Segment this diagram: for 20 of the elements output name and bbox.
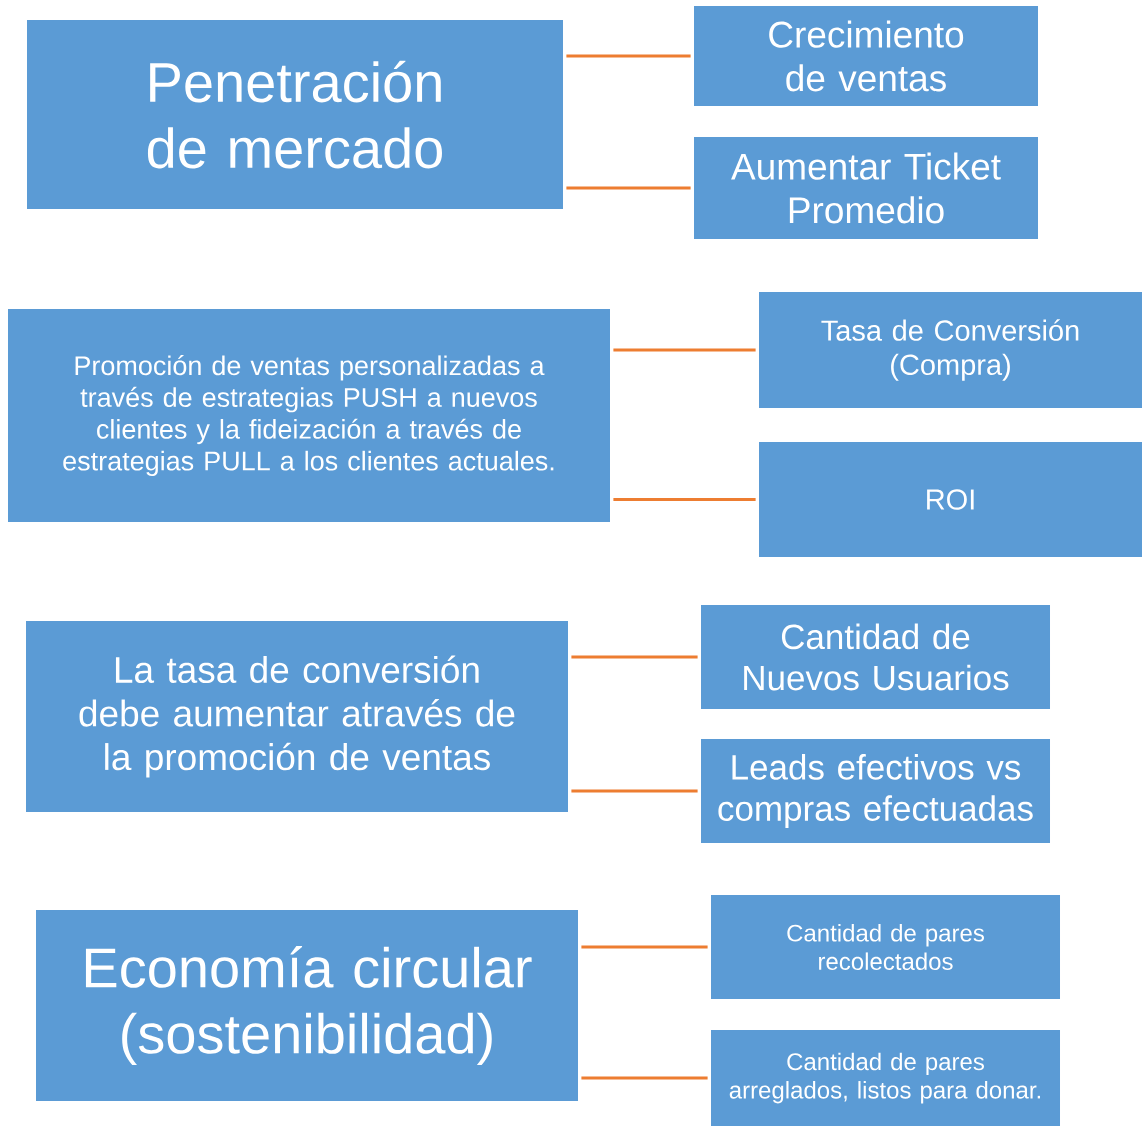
- connector-line: [571, 789, 698, 793]
- connector-line: [581, 945, 708, 949]
- connector-line: [566, 186, 691, 190]
- connector-line: [571, 655, 698, 659]
- main-box: La tasa de conversión debe aumentar através de la promoción de ventas: [26, 621, 568, 812]
- main-box: Promoción de ventas personalizadas a través de estrategias PUSH a nuevos clientes y la fideización a través de estrategias PULL a los clientes actuales.: [8, 309, 610, 522]
- connector-line: [613, 348, 756, 352]
- connector-line: [581, 1076, 708, 1080]
- metric-box: Leads efectivos vs compras efectuadas: [701, 739, 1050, 843]
- metric-box: Cantidad de pares arreglados, listos para donar.: [711, 1030, 1060, 1126]
- metric-box: Crecimiento de ventas: [694, 6, 1038, 106]
- metric-box: Cantidad de Nuevos Usuarios: [701, 605, 1050, 709]
- connector-line: [566, 54, 691, 58]
- metric-box: ROI: [759, 442, 1142, 557]
- main-box: Penetración de mercado: [27, 20, 563, 209]
- main-box: Economía circular (sostenibilidad): [36, 910, 578, 1101]
- connector-line: [613, 498, 756, 501]
- metric-box: Aumentar Ticket Promedio: [694, 137, 1038, 239]
- metric-box: Tasa de Conversión (Compra): [759, 292, 1142, 408]
- metric-box: Cantidad de pares recolectados: [711, 895, 1060, 999]
